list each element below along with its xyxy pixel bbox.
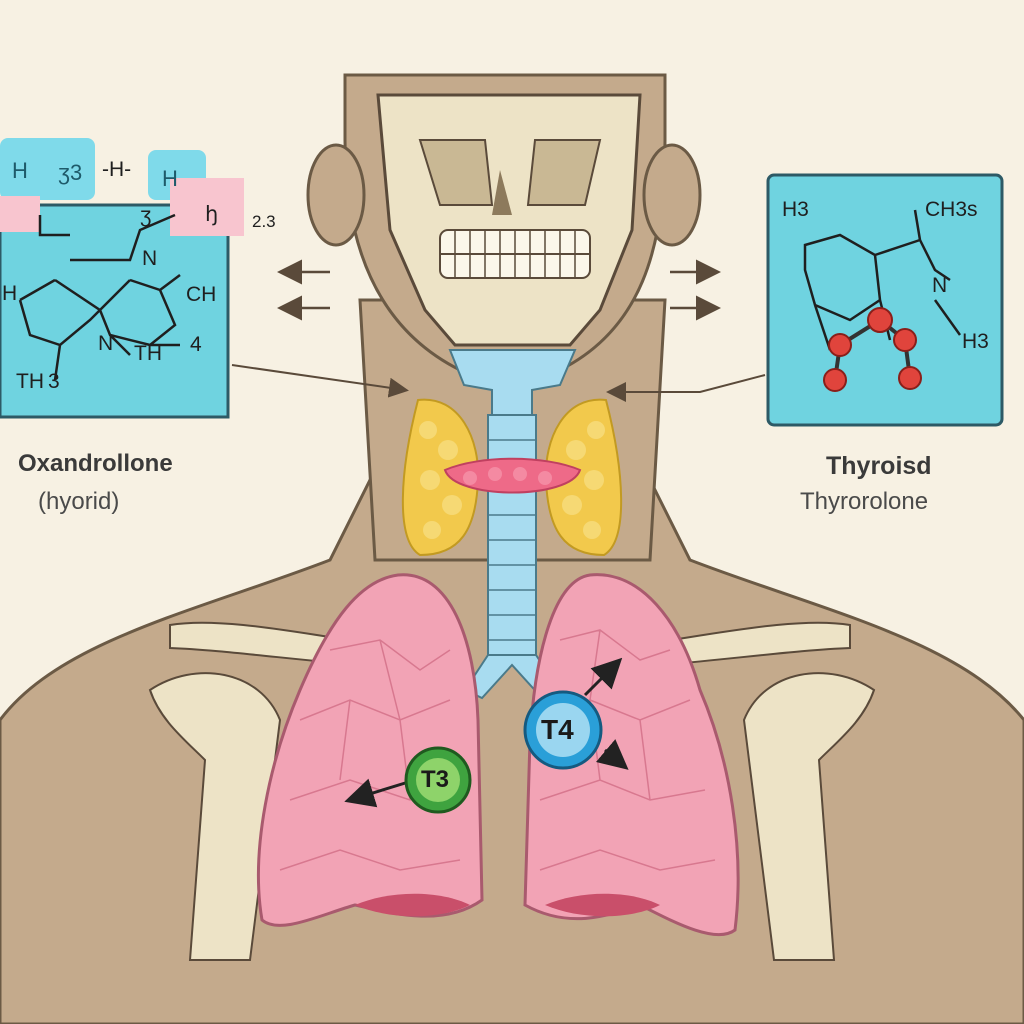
atom-ch: CH	[186, 283, 217, 306]
t3-label: T3	[421, 766, 450, 793]
atom-top-h: ꜧ	[205, 203, 219, 226]
left-humerus	[148, 672, 282, 961]
left-structure-panel	[0, 138, 409, 419]
left-top-h-bond: -H-	[102, 158, 132, 181]
t4-label: T4	[541, 714, 574, 745]
atom-n1: N	[142, 247, 158, 270]
t4-arrow-down	[595, 739, 629, 770]
atom-h: H	[2, 282, 18, 305]
right-caption: Thyroisd	[826, 452, 932, 480]
right-lung	[523, 573, 740, 937]
right-atom-h3-b: H3	[962, 330, 989, 353]
right-atom-n: N	[932, 274, 948, 297]
left-caption: Oxandrollone	[18, 450, 173, 477]
right-subcaption: Thyrorolone	[800, 488, 929, 515]
right-structure-panel	[606, 173, 1004, 427]
right-ear	[642, 143, 702, 247]
left-lung	[256, 573, 484, 927]
right-atom-h3: H3	[782, 198, 809, 221]
left-top-h2: H	[162, 166, 178, 191]
atom-2: 3	[48, 370, 60, 393]
left-ear	[306, 143, 366, 247]
left-top-3: ʒ3	[58, 160, 83, 185]
thyroid-gland	[401, 398, 623, 557]
left-subcaption: (hyorid)	[38, 488, 120, 515]
right-humerus	[742, 672, 876, 961]
atom-top-ch: ʒ	[140, 204, 152, 227]
atom-th: TH	[134, 342, 162, 365]
left-side-number: 2.3	[252, 212, 276, 231]
atom-n2: N	[98, 332, 114, 355]
skull	[376, 93, 642, 347]
left-top-h1: H	[12, 158, 28, 183]
atom-th2: TH	[16, 370, 44, 393]
t4-arrow-up	[583, 657, 623, 697]
right-atom-ch3s: CH3s	[925, 198, 978, 221]
atom-4: 4	[190, 333, 202, 356]
t3-arrow	[344, 778, 416, 808]
